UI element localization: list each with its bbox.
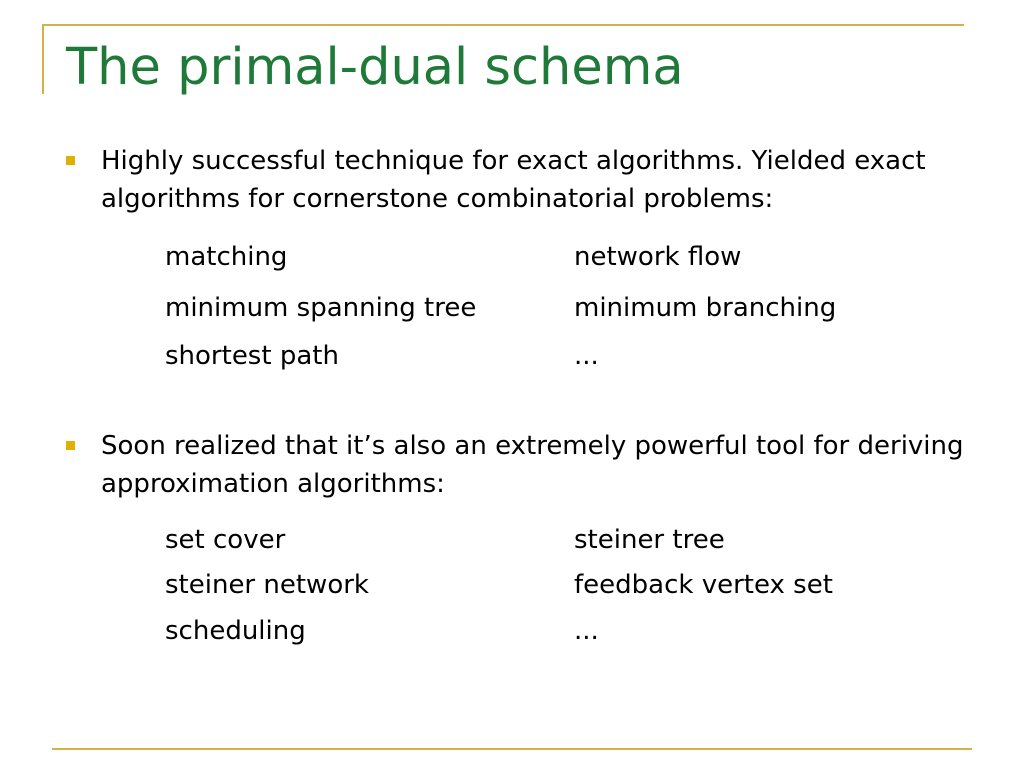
problem-name: ... bbox=[574, 341, 599, 371]
top-rule bbox=[42, 24, 964, 26]
problem-name: steiner network bbox=[165, 570, 369, 600]
problem-name: scheduling bbox=[165, 616, 306, 646]
list-item: matching network flow bbox=[165, 240, 925, 274]
list-item: shortest path ... bbox=[165, 339, 925, 373]
bullet-text: Highly successful technique for exact al… bbox=[101, 146, 926, 214]
problem-name: minimum branching bbox=[574, 293, 837, 323]
square-bullet-icon bbox=[66, 441, 75, 450]
bottom-rule bbox=[52, 748, 972, 750]
page-title: The primal-dual schema bbox=[66, 38, 684, 97]
problem-name: ... bbox=[574, 616, 599, 646]
problem-name: matching bbox=[165, 242, 288, 272]
problem-name: network flow bbox=[574, 242, 742, 272]
problem-name: steiner tree bbox=[574, 525, 725, 555]
problem-name: feedback vertex set bbox=[574, 570, 833, 600]
list-item: minimum spanning tree minimum branching bbox=[165, 291, 925, 325]
problem-name: shortest path bbox=[165, 341, 339, 371]
bullet-text: Soon realized that it’s also an extremel… bbox=[101, 431, 964, 499]
problem-name: minimum spanning tree bbox=[165, 293, 477, 323]
list-item: scheduling ... bbox=[165, 614, 925, 648]
list-item: steiner network feedback vertex set bbox=[165, 568, 925, 602]
problem-name: set cover bbox=[165, 525, 286, 555]
square-bullet-icon bbox=[66, 156, 75, 165]
left-rule bbox=[42, 24, 44, 94]
list-item: set cover steiner tree bbox=[165, 523, 925, 557]
